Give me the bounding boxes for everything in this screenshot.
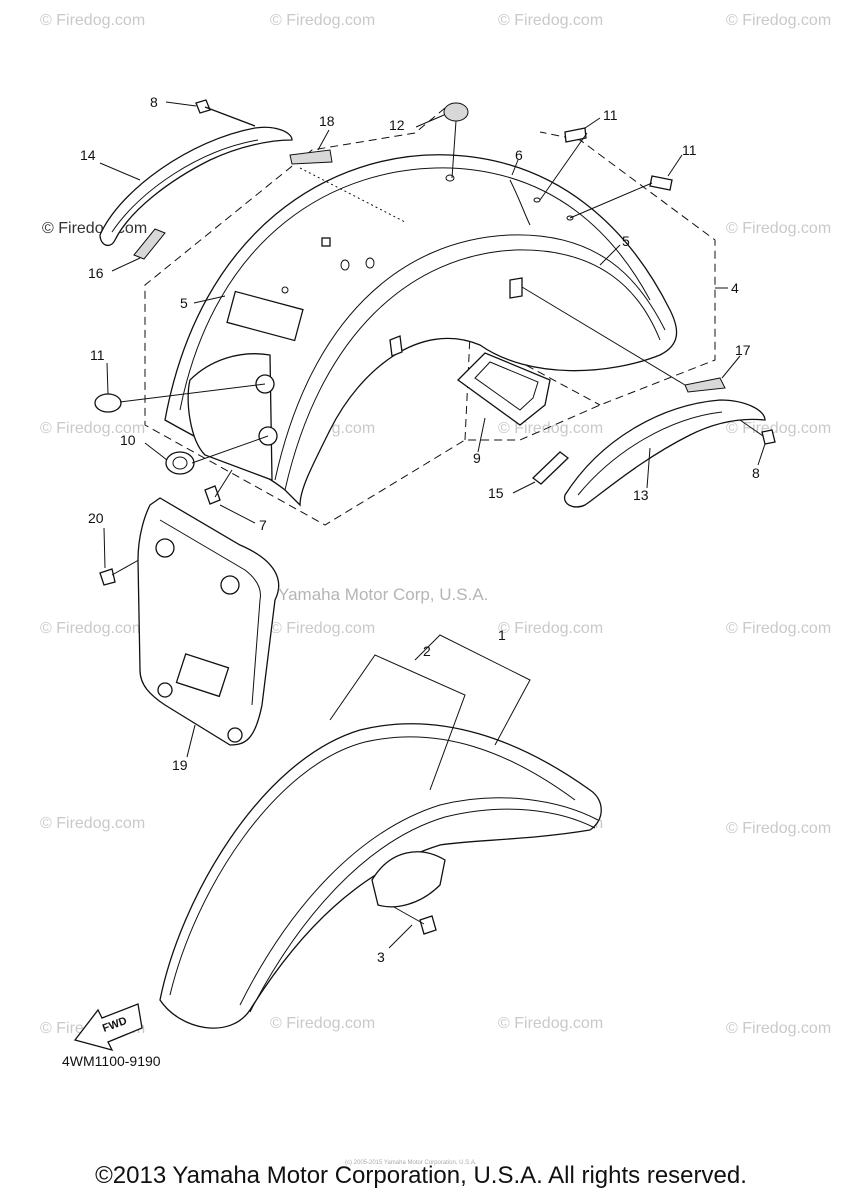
watermark: © Firedog.com bbox=[40, 815, 146, 832]
watermark: © Firedog.com bbox=[726, 620, 832, 637]
callout-5: 5 bbox=[180, 295, 188, 311]
watermark: © Firedog.com bbox=[498, 12, 604, 29]
watermark: © Firedog.com bbox=[270, 12, 376, 29]
part-code: 4WM1100-9190 bbox=[62, 1053, 161, 1069]
callout-3: 3 bbox=[377, 949, 385, 965]
callout-15: 15 bbox=[488, 485, 504, 501]
callout-4: 4 bbox=[731, 280, 739, 296]
assembly-outline-dashed bbox=[144, 107, 716, 526]
callout-8: 8 bbox=[752, 465, 760, 481]
mudguard-plate bbox=[137, 497, 280, 746]
callout-20: 20 bbox=[88, 510, 104, 526]
copyright-notice: ©2013 Yamaha Motor Corporation, U.S.A. A… bbox=[95, 1162, 747, 1189]
callout-9: 9 bbox=[473, 450, 481, 466]
callout-7: 7 bbox=[259, 517, 267, 533]
callout-16: 16 bbox=[88, 265, 104, 281]
callout-2: 2 bbox=[423, 643, 431, 659]
watermark: © Firedog.com bbox=[726, 820, 832, 837]
watermark: © Firedog.com bbox=[498, 1015, 604, 1032]
leader-2 bbox=[329, 654, 466, 791]
callout-12: 12 bbox=[389, 117, 405, 133]
callout-11: 11 bbox=[90, 347, 105, 363]
watermark: © Firedog.com bbox=[498, 620, 604, 637]
watermark: © Firedog.com bbox=[726, 420, 832, 437]
callout-13: 13 bbox=[633, 487, 649, 503]
watermark: © Firedog.com bbox=[40, 420, 146, 437]
callout-19: 19 bbox=[172, 757, 188, 773]
callout-10: 10 bbox=[120, 432, 136, 448]
front-fender bbox=[159, 634, 602, 1029]
watermark: © Firedog.com bbox=[726, 1020, 832, 1037]
callout-leaders bbox=[99, 101, 766, 949]
callout-1: 1 bbox=[498, 627, 506, 643]
rail-left bbox=[99, 126, 406, 260]
leader-1 bbox=[414, 634, 531, 746]
callout-17: 17 bbox=[735, 342, 751, 358]
fwd-arrow-icon: FWD bbox=[73, 1003, 143, 1052]
tiny-credit: (c) 2005-2015 Yamaha Motor Corporation, … bbox=[345, 1160, 477, 1166]
grommets bbox=[94, 102, 686, 475]
watermark: © Firedog.com bbox=[726, 12, 832, 29]
rail-right bbox=[531, 377, 766, 508]
watermark: © Firedog.com bbox=[270, 1015, 376, 1032]
watermark: © Firedog.com bbox=[270, 620, 376, 637]
watermark: © Firedog.com bbox=[40, 620, 146, 637]
callout-11: 11 bbox=[603, 107, 618, 123]
callout-14: 14 bbox=[80, 147, 96, 163]
callout-18: 18 bbox=[319, 113, 335, 129]
callout-5: 5 bbox=[622, 233, 630, 249]
watermark: © Firedog.com bbox=[40, 12, 146, 29]
reflector bbox=[457, 352, 551, 426]
watermark: © Firedog.com bbox=[726, 220, 832, 237]
watermark: © Firedog.com bbox=[498, 420, 604, 437]
callout-6: 6 bbox=[515, 147, 523, 163]
center-credit: Yamaha Motor Corp, U.S.A. bbox=[278, 585, 489, 604]
bolts bbox=[99, 99, 776, 935]
callout-8: 8 bbox=[150, 94, 158, 110]
callout-11: 11 bbox=[682, 142, 697, 158]
callout-numbers: 8 14 18 16 12 11 11 6 5 4 5 11 10 9 17 8… bbox=[80, 94, 760, 965]
